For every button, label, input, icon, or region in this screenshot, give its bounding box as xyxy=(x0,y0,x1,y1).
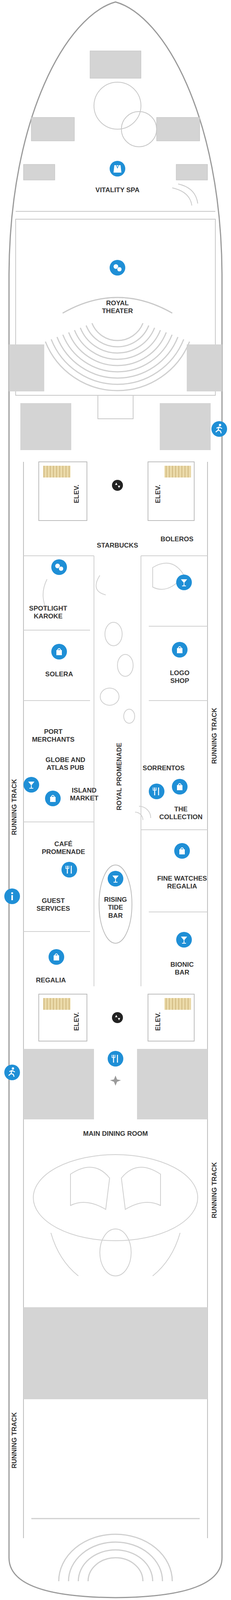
spa-rooms xyxy=(23,50,208,181)
street-label: ROYAL PROMENADE xyxy=(115,743,124,811)
elevators xyxy=(38,462,195,1042)
shop-label: FINE WATCHES REGALIA xyxy=(155,875,209,892)
elev-icon xyxy=(111,480,123,491)
shop-icon xyxy=(45,790,61,807)
shop-label: ISLAND MARKET xyxy=(64,786,104,804)
shop-outlines xyxy=(23,555,208,987)
track-label: RUNNING TRACK xyxy=(210,1162,219,1219)
seat-row xyxy=(86,325,149,347)
venue-label: BIONIC BAR xyxy=(166,961,198,978)
theater xyxy=(9,219,222,451)
track-label: RUNNING TRACK xyxy=(10,1412,19,1470)
elev-icon xyxy=(111,1012,123,1024)
area-label: VITALITY SPA xyxy=(95,186,140,195)
bar-icon xyxy=(176,932,192,948)
seat-row xyxy=(80,328,155,354)
venue-label: SORRENTOS xyxy=(142,764,185,773)
theater-icon xyxy=(51,559,67,576)
seat-row xyxy=(51,339,184,385)
theater-icon xyxy=(109,259,126,276)
elevator-label: ELEV. xyxy=(154,484,163,504)
shop-icon xyxy=(171,779,188,795)
area-label: ROYAL THEATER xyxy=(97,299,138,316)
hull xyxy=(9,1,222,1599)
venue-label: SOLERA xyxy=(45,670,74,679)
dine-icon xyxy=(107,1051,124,1067)
elevator-label: ELEV. xyxy=(72,1012,81,1032)
shop-icon xyxy=(171,642,188,658)
dine-icon xyxy=(148,783,165,800)
run-icon xyxy=(211,421,228,437)
venue-label: BOLEROS xyxy=(160,535,194,544)
venue-label: RISING TIDE BAR xyxy=(100,896,131,921)
seat-row xyxy=(57,337,179,379)
shop-icon xyxy=(174,843,190,860)
run-icon xyxy=(4,1064,20,1081)
venue-label: SPOTLIGHT KAROKE xyxy=(24,604,72,621)
spa-pools xyxy=(15,82,216,212)
venue-label: STARBUCKS xyxy=(96,541,138,550)
shop-icon xyxy=(51,644,67,660)
elevator-label: ELEV. xyxy=(154,1012,163,1032)
bar-outline xyxy=(99,865,132,944)
theater-seating xyxy=(45,323,190,391)
track-label: RUNNING TRACK xyxy=(10,779,19,836)
dine-icon xyxy=(61,862,78,878)
seat-row xyxy=(45,341,190,391)
elevator-label: ELEV. xyxy=(72,484,81,504)
venue-label: GLOBE AND ATLAS PUB xyxy=(37,756,93,773)
seat-row xyxy=(74,330,161,360)
shop-label: LOGO SHOP xyxy=(164,669,196,686)
service-label: GUEST SERVICES xyxy=(33,897,73,914)
venue-label: MAIN DINING ROOM xyxy=(83,1130,148,1139)
spa-icon xyxy=(109,160,126,177)
venue-label: CAFÉ PROMENADE xyxy=(39,840,87,857)
bar-icon xyxy=(107,871,124,887)
shop-label: THE COLLECTION xyxy=(157,805,205,822)
seat-row xyxy=(92,323,143,341)
stern-theater xyxy=(31,1519,200,1582)
info-icon xyxy=(4,888,20,905)
bar-icon xyxy=(23,777,40,793)
track-label: RUNNING TRACK xyxy=(210,707,219,765)
shop-label: REGALIA xyxy=(36,976,67,985)
shop-label: PORT MERCHANTS xyxy=(29,728,77,745)
dining-room xyxy=(23,1049,208,1400)
shop-icon xyxy=(48,949,65,966)
bar-icon xyxy=(176,574,192,591)
